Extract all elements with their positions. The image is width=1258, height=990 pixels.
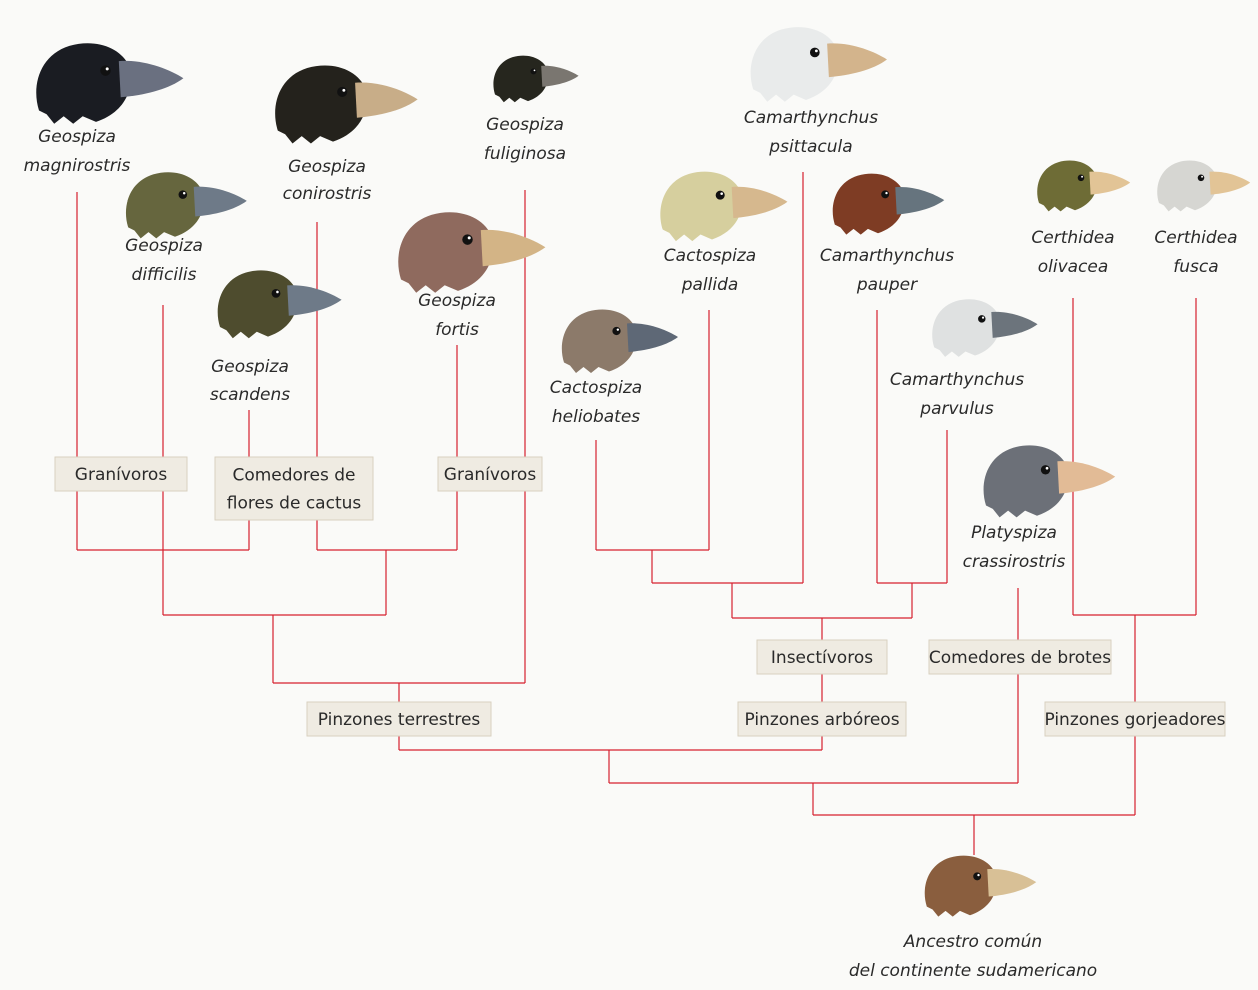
- group-label-granivoros-2: Granívoros: [438, 457, 542, 491]
- bird-eye-highlight: [468, 236, 471, 239]
- species-label-line2: magnirostris: [24, 156, 131, 176]
- bird-eye-highlight: [1046, 467, 1049, 470]
- bird-eye: [1198, 175, 1205, 182]
- bird-eye-highlight: [1081, 176, 1083, 178]
- group-label-brotes: Comedores de brotes: [929, 640, 1111, 674]
- bird-eye-highlight: [977, 874, 979, 876]
- bird-eye: [810, 48, 820, 58]
- group-label-text: flores de cactus: [227, 494, 362, 514]
- species-label-line2: fortis: [435, 320, 479, 340]
- bird-eye-highlight: [342, 89, 345, 92]
- bird-eye-highlight: [106, 67, 109, 70]
- species-label-line1: Geospiza: [211, 357, 289, 377]
- species-label-line2: del continente sudamericano: [849, 961, 1097, 981]
- group-label-terrestres: Pinzones terrestres: [307, 702, 491, 736]
- species-label-line1: Platyspiza: [971, 523, 1057, 543]
- bird-eye: [100, 65, 110, 75]
- bird-eye: [881, 190, 889, 198]
- bird-eye-highlight: [982, 317, 984, 319]
- bird-eye-highlight: [720, 192, 723, 195]
- group-label-cactus: Comedores de flores de cactus: [215, 457, 373, 520]
- bird-eye-highlight: [1201, 176, 1203, 178]
- species-label-line2: fuliginosa: [484, 144, 566, 164]
- bird-eye: [462, 234, 472, 244]
- group-label-text: Insectívoros: [771, 648, 873, 668]
- bird-eye: [179, 190, 188, 199]
- bird-eye: [978, 315, 985, 322]
- species-label-line2: scandens: [210, 385, 290, 405]
- species-label-line2: conirostris: [283, 184, 372, 204]
- species-label-line2: olivacea: [1038, 257, 1109, 277]
- group-label-text: Comedores de: [232, 466, 355, 486]
- bird-eye: [716, 191, 725, 200]
- species-label-line2: difficilis: [132, 265, 197, 285]
- group-label-granivoros-1: Granívoros: [55, 457, 187, 491]
- bird-eye-highlight: [276, 291, 279, 294]
- species-label-line2: psittacula: [768, 137, 852, 157]
- species-label-line2: parvulus: [919, 399, 994, 419]
- bird-eye: [973, 872, 981, 880]
- group-label-arboreos: Pinzones arbóreos: [738, 702, 906, 736]
- species-label-line2: fusca: [1173, 257, 1218, 277]
- species-label-line1: Camarthynchus: [820, 246, 954, 266]
- bird-eye: [1078, 175, 1085, 182]
- species-label-line1: Certhidea: [1154, 228, 1237, 248]
- bird-eye: [272, 289, 281, 298]
- bird-eye-highlight: [534, 70, 536, 72]
- group-label-text: Granívoros: [444, 465, 537, 485]
- bird-eye-highlight: [183, 192, 185, 194]
- bird-eye-highlight: [617, 328, 619, 330]
- species-label-line1: Geospiza: [288, 157, 366, 177]
- species-label-line2: pallida: [681, 275, 739, 295]
- species-label-line1: Cactospiza: [664, 246, 756, 266]
- species-label-line2: heliobates: [552, 407, 640, 427]
- species-label-line2: pauper: [856, 275, 918, 295]
- bird-eye-highlight: [815, 49, 818, 52]
- bird-eye: [612, 327, 620, 335]
- bird-eye: [530, 68, 536, 74]
- species-label-line1: Geospiza: [486, 115, 564, 135]
- species-label-line1: Ancestro común: [903, 932, 1042, 952]
- species-label-line1: Camarthynchus: [890, 370, 1024, 390]
- group-label-text: Comedores de brotes: [929, 648, 1111, 668]
- group-label-insectivoros: Insectívoros: [757, 640, 887, 674]
- bird-eye: [337, 87, 347, 97]
- species-label-line1: Cactospiza: [550, 378, 642, 398]
- species-label-line1: Geospiza: [418, 291, 496, 311]
- species-label-line1: Geospiza: [38, 127, 116, 147]
- species-label-line2: crassirostris: [963, 552, 1066, 572]
- group-label-text: Pinzones terrestres: [318, 710, 481, 730]
- species-label-line1: Camarthynchus: [744, 108, 878, 128]
- species-label-line1: Certhidea: [1031, 228, 1114, 248]
- group-label-text: Granívoros: [75, 465, 168, 485]
- group-label-text: Pinzones gorjeadores: [1044, 710, 1225, 730]
- bird-eye-highlight: [885, 192, 887, 194]
- bird-eye: [1041, 465, 1050, 474]
- species-label-line1: Geospiza: [125, 236, 203, 256]
- group-label-gorjeadores: Pinzones gorjeadores: [1044, 702, 1225, 736]
- group-label-text: Pinzones arbóreos: [744, 710, 899, 730]
